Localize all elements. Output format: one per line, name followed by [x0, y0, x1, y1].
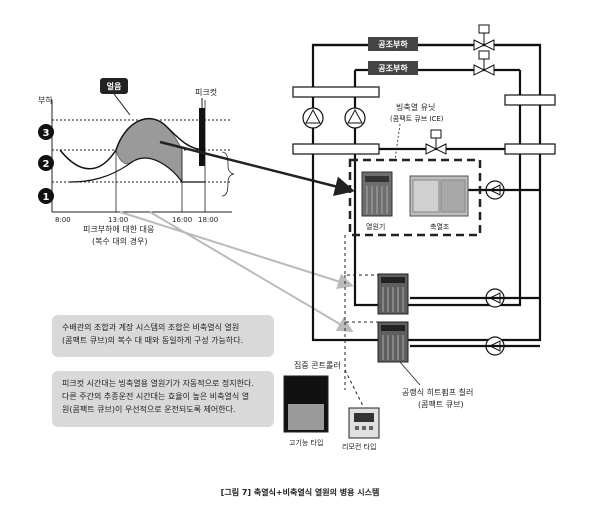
heatpump-label-2: (콤팩트 큐브): [418, 399, 464, 409]
freeze-pointer: [113, 93, 131, 116]
chart-caption-line1: 피크부하에 대한 대응: [83, 224, 154, 234]
tick-1800: 18:00: [198, 216, 218, 224]
tick-1300: 13:00: [108, 216, 128, 224]
central-controller-label: 집중 콘트롤러: [294, 360, 341, 370]
level-badge-3: [38, 124, 54, 140]
peak-cut-bar: [199, 108, 205, 166]
tick-1600: 16:00: [172, 216, 192, 224]
load-curve: [59, 117, 206, 170]
chart-caption-line2: (복수 대의 경우): [92, 236, 148, 246]
pump-left-1: [302, 107, 324, 129]
load-chart: 부하 3 2 1 피크컷 얼음 8:00 13:00 16:: [38, 78, 235, 246]
link-arrow-hp2: [149, 211, 354, 333]
ac-load-2-box: [368, 61, 418, 75]
freeze-callout-label: 얼음: [107, 81, 122, 91]
base-curve: [69, 157, 205, 183]
control-wiring: [344, 235, 378, 390]
ice-storage-area: [115, 118, 183, 184]
note-control: 피크컷 시간대는 빙축열용 열원기가 자동적으로 정지한다. 다른 주간의 추종…: [52, 371, 274, 427]
advanced-type-label: 고기능 타입: [289, 438, 323, 447]
tank-label: 축열조: [430, 222, 450, 231]
peak-cut-label: 피크컷: [195, 87, 217, 97]
link-arrow-ice: [159, 140, 355, 197]
heatpump-unit-1: [377, 273, 409, 315]
level-1-text: 1: [43, 192, 50, 203]
storage-tank-image: [409, 175, 469, 217]
pump-left-2: [344, 107, 366, 129]
valve-top-1: [473, 24, 495, 51]
level-2-text: 2: [43, 159, 50, 170]
heatpump-label-1: 공랭식 히트펌프 칠러: [402, 387, 473, 397]
link-arrow-hp1: [119, 211, 354, 289]
ac-load-2-label: 공조부하: [378, 63, 408, 73]
header-top-left: [292, 86, 380, 98]
level-badge-1: [38, 188, 54, 204]
ac-load-1-box: [368, 37, 418, 51]
remote-controller-image: [348, 407, 380, 439]
level-3-text: 3: [43, 128, 50, 139]
brace: [221, 151, 235, 197]
header-bottom-right: [504, 143, 556, 155]
level-badge-2: [38, 155, 54, 171]
freeze-callout: [100, 78, 128, 94]
ac-load-1-label: 공조부하: [378, 39, 408, 49]
remote-type-label: 리모컨 타입: [342, 442, 376, 451]
figure-caption: [그림 7] 축열식+비축열식 열원의 병용 시스템: [221, 487, 380, 497]
advanced-controller-image: [283, 375, 329, 433]
ice-unit-frame: [348, 158, 482, 237]
ice-unit-label-1: 빙축열 유닛: [396, 102, 435, 112]
ice-unit-label-2: (콤팩트 큐브 ICE): [390, 114, 444, 123]
ice-unit-pointer: [394, 123, 401, 161]
header-bottom-left: [292, 143, 380, 155]
chiller-label: 열원기: [366, 222, 385, 231]
remote-wiring: [344, 369, 366, 411]
y-axis-label: 부하: [38, 95, 53, 105]
note-piping: 수배관의 조합과 계장 시스템의 조합은 비축열식 열원 (콤팩트 큐브)의 복…: [52, 315, 274, 357]
chiller-unit-image: [361, 171, 393, 217]
tick-0800: 8:00: [55, 216, 71, 224]
heatpump-unit-2: [377, 321, 409, 363]
valve-top-2: [473, 50, 495, 76]
valve-middle: [425, 129, 447, 155]
heatpump-pointer: [399, 361, 421, 386]
header-top-right: [504, 94, 556, 106]
